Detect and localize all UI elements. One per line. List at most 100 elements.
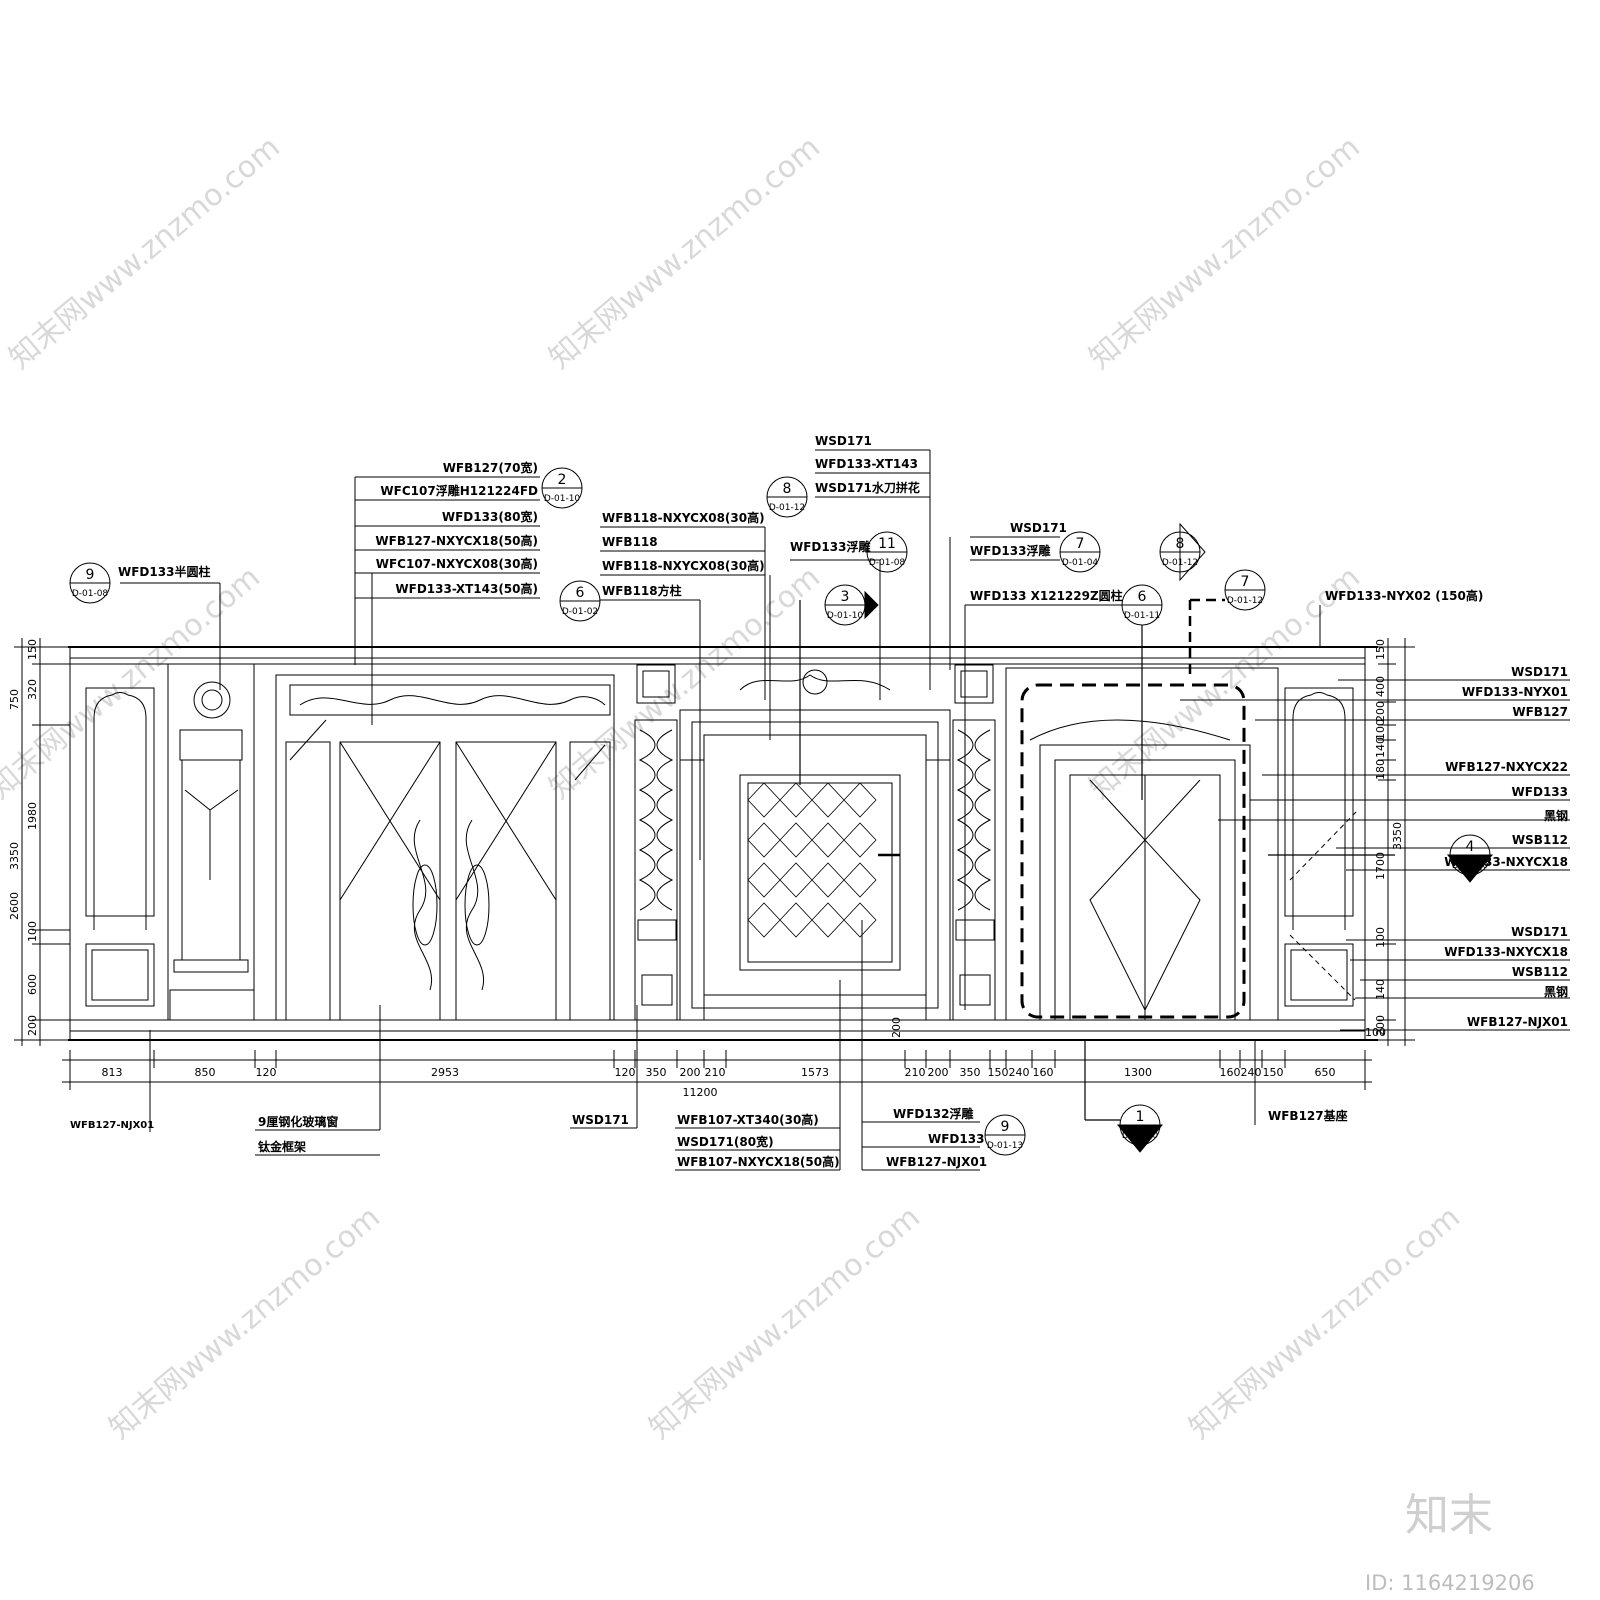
label: WSD171水刀拼花 (815, 480, 920, 495)
watermark-text: 知末网www.znzmo.com (1083, 130, 1367, 376)
dim-text: 650 (1315, 1066, 1336, 1079)
dimension-lines (14, 638, 1415, 1090)
label-half-column: WFD133半圆柱 (118, 564, 210, 579)
callout-ref: D-01-10 (827, 611, 864, 621)
elevation-body (68, 598, 1395, 1121)
watermark-text: 知末网www.znzmo.com (543, 130, 827, 376)
label: WFD133(80宽) (442, 509, 538, 524)
right-labels: WSD171 WFD133-NYX01 WFB127 WFB127-NXYCX2… (1444, 665, 1568, 1029)
label: 黑钢 (1544, 984, 1568, 999)
callout-ref: D-01-08 (72, 589, 109, 599)
label: WFB118方柱 (602, 583, 682, 598)
callout-ref: D-01-10 (1122, 1131, 1159, 1141)
callout-ref: D-01-08 (869, 558, 906, 568)
label: WSB112 (1512, 833, 1568, 847)
label: WFB127-NJX01 (70, 1120, 154, 1131)
dim-text: 200 (680, 1066, 701, 1079)
dim-text: 150 (1374, 639, 1387, 660)
dim-text: 210 (705, 1066, 726, 1079)
callout-number: 9 (1001, 1119, 1010, 1135)
dim-text: 100 (1365, 1026, 1386, 1039)
dim-text: 160 (1033, 1066, 1054, 1079)
callout-6-right (1121, 584, 1163, 626)
callout-symbols (69, 467, 1494, 1156)
dim-text: 750 (8, 689, 21, 710)
callout-number: 4 (1466, 839, 1475, 855)
watermark-layer: 知末网www.znzmo.com 知末网www.znzmo.com 知末网www… (0, 130, 1535, 1595)
dim-text: 150 (26, 639, 39, 660)
label: WFC107浮雕H121224FD (380, 483, 538, 498)
callout-ref: D-01-12 (769, 503, 805, 513)
callout-ref: D-01-02 (562, 607, 598, 617)
label: 黑钢 (1544, 808, 1568, 823)
label: WFB127-NJX01 (886, 1155, 987, 1169)
callout-texts: 9 D-01-08 2 D-01-10 6 D-01-02 8 D-01-12 … (72, 472, 1489, 1151)
callout-7-left (1059, 531, 1101, 573)
dim-text: 2953 (431, 1066, 459, 1079)
dim-text: 120 (256, 1066, 277, 1079)
label: WSD171 (1511, 665, 1568, 679)
label: WFC107-NXYCX08(30高) (376, 556, 538, 571)
watermark-text: 知末网www.znzmo.com (3, 130, 287, 376)
callout-number: 8 (783, 481, 792, 497)
label: WFB118-NXYCX08(30高) (602, 510, 765, 525)
label: WFB127-NJX01 (1467, 1015, 1568, 1029)
label: WFB118-NXYCX08(30高) (602, 558, 765, 573)
watermark-text: 知末网www.znzmo.com (643, 1200, 927, 1446)
dim-text: 320 (26, 679, 39, 700)
callout-number: 7 (1076, 536, 1085, 552)
callout-number: 9 (86, 567, 95, 583)
dim-total-height-right: 3350 (1391, 822, 1404, 850)
callout-ref: D-01-12 (1227, 596, 1263, 606)
callout-8-right (1159, 522, 1206, 582)
dim-text: 120 (615, 1066, 636, 1079)
callout-1 (1116, 1104, 1164, 1153)
dim-text: 1573 (801, 1066, 829, 1079)
dim-text: 200 (928, 1066, 949, 1079)
label: WFB118 (602, 535, 658, 549)
callout-ref: D-01-04 (1062, 558, 1099, 568)
callout-11 (866, 531, 908, 573)
dim-text: 1700 (1374, 852, 1387, 880)
dim-total-height-left: 3350 (8, 842, 21, 870)
label: WSD171 (1010, 521, 1067, 535)
label: WFD133-NXYCX18 (1444, 945, 1568, 959)
watermark-text: 知末网www.znzmo.com (1183, 1200, 1467, 1446)
label: WFD133-NYX02 (150高) (1325, 588, 1483, 603)
label: WFB127-NXYCX18(50高) (375, 533, 538, 548)
dim-text: 1300 (1124, 1066, 1152, 1079)
dim-text: 2600 (8, 892, 21, 920)
lattice-pattern (747, 782, 877, 938)
label: WFD133 (928, 1132, 984, 1146)
label: WFB127-NXYCX22 (1445, 760, 1568, 774)
callout-number: 11 (878, 536, 896, 552)
watermark-text: 知末网www.znzmo.com (543, 560, 827, 806)
callout-ref: D-01-11 (1124, 611, 1160, 621)
dim-text: 200 (890, 1017, 903, 1038)
label: WFD133浮雕 (790, 539, 870, 554)
dim-text: 350 (960, 1066, 981, 1079)
callout-ref: D-01-10 (544, 494, 581, 504)
dim-text: 140 (1374, 737, 1387, 758)
label: WFD133-XT143(50高) (395, 581, 538, 596)
callout-number: 1 (1136, 1109, 1145, 1125)
callout-number: 6 (576, 585, 585, 601)
label: WFD133浮雕 (970, 543, 1050, 558)
brand-logo-text: 知末 (1405, 1490, 1493, 1541)
dim-text: 200 (1374, 701, 1387, 722)
dim-text: 1980 (26, 802, 39, 830)
dim-text: 150 (1263, 1066, 1284, 1079)
callout-2 (541, 467, 583, 509)
dim-text: 240 (1009, 1066, 1030, 1079)
dim-text: 100 (1374, 927, 1387, 948)
dim-text: 100 (1374, 719, 1387, 740)
label: WFD133-XT143 (815, 457, 918, 471)
label: WSB112 (1512, 965, 1568, 979)
dim-text: 150 (988, 1066, 1009, 1079)
label: 钛金框架 (258, 1139, 306, 1154)
callout-4 (1446, 834, 1494, 883)
callout-ref: D-01-13 (987, 1141, 1023, 1151)
label: WFD132浮雕 (893, 1106, 973, 1121)
label: 9厘钢化玻璃窗 (258, 1114, 338, 1129)
